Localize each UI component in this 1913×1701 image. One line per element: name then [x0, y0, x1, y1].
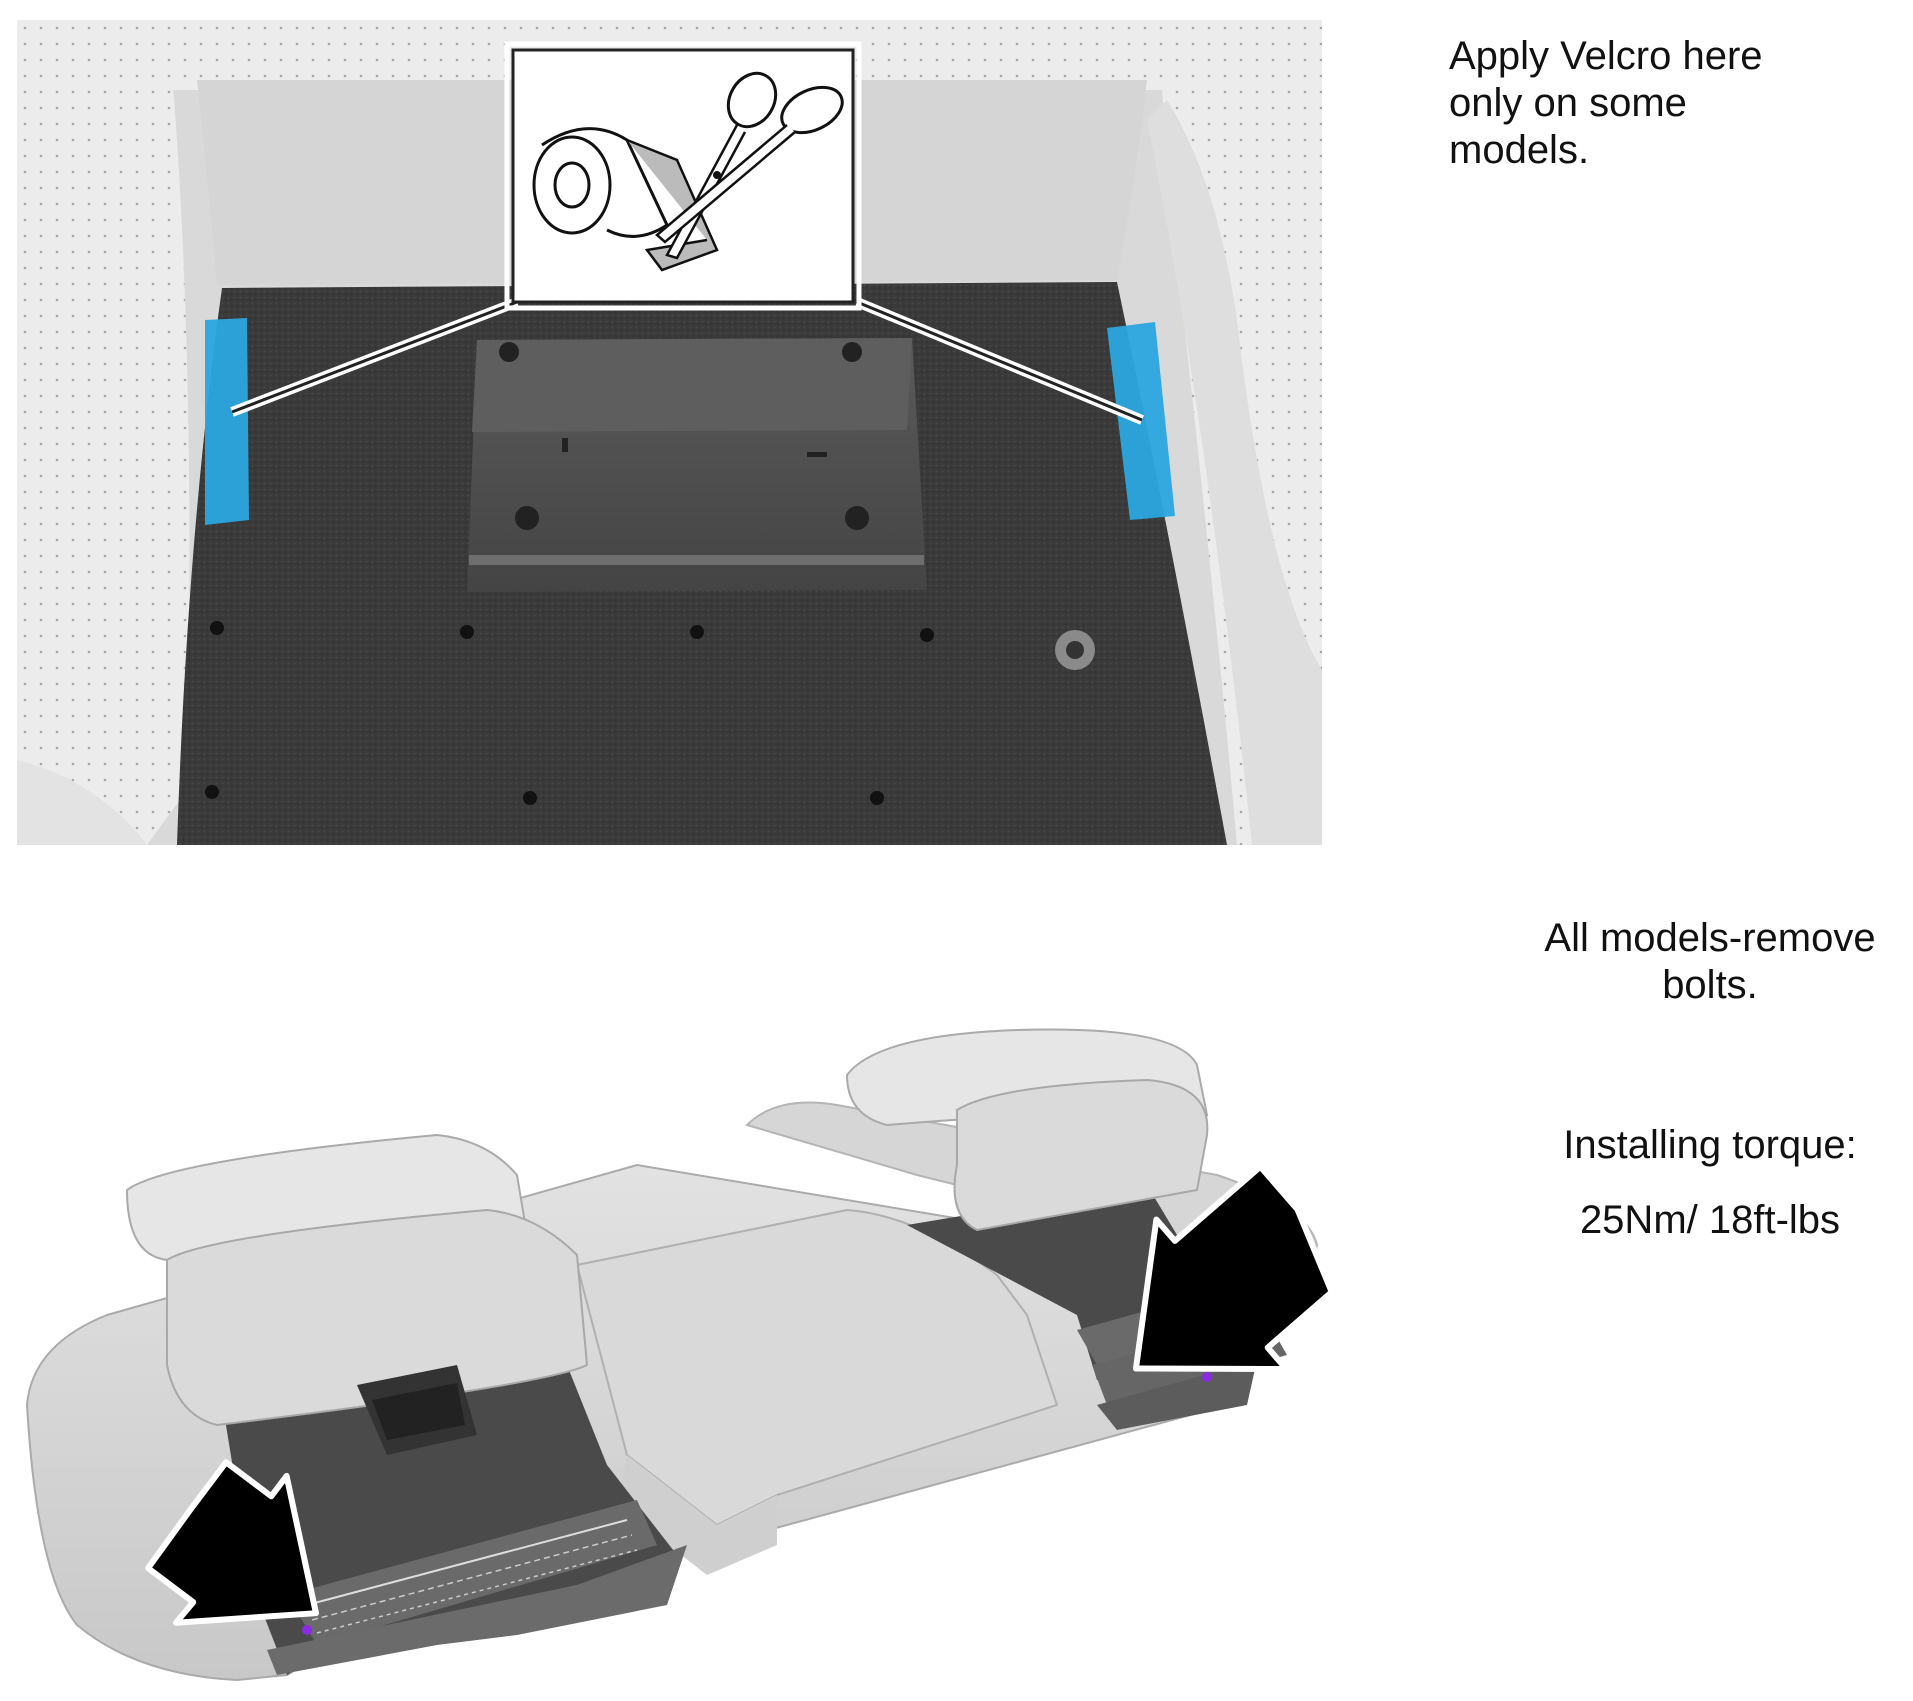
velcro-note: Apply Velcro here only on some models.: [1449, 33, 1763, 174]
arrow-icon: [1132, 1163, 1335, 1372]
bolts-note-line-1: All models-remove: [1544, 916, 1876, 960]
bolts-note-line-2: bolts.: [1662, 963, 1758, 1007]
velcro-note-line-2: only on some: [1449, 81, 1687, 125]
seat-base-photo: [17, 20, 1322, 845]
torque-label: Installing torque:: [1563, 1123, 1857, 1167]
torque-note: Installing torque: 25Nm/ 18ft-lbs: [1520, 1108, 1900, 1258]
velcro-note-line-1: Apply Velcro here: [1449, 34, 1763, 78]
velcro-note-line-3: models.: [1449, 128, 1590, 172]
velcro-tape-roll-icon: [532, 127, 719, 272]
arrow-icon: [145, 1459, 319, 1626]
scissors-icon: [655, 71, 844, 260]
rear-seat-cushion-illustration: [25, 1028, 1335, 1682]
bolts-note: All models-remove bolts.: [1520, 915, 1900, 1009]
torque-value: 25Nm/ 18ft-lbs: [1579, 1198, 1841, 1242]
